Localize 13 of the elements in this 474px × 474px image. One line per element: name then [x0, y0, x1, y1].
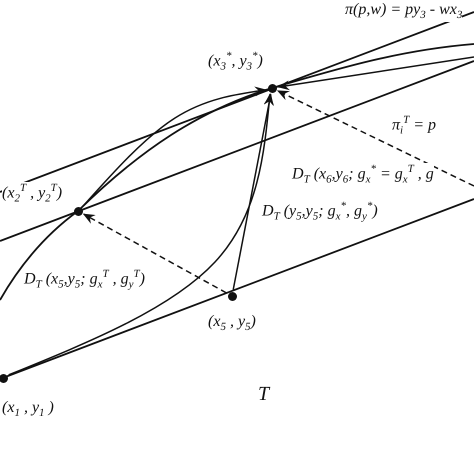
equation-label: π(p,w) = py$_{3}$ - wx$_{3}$: [345, 0, 462, 22]
arrow: [8, 93, 274, 376]
point-marker: [0, 374, 8, 382]
arrow: [82, 86, 267, 207]
edge-label: D$_{T}$ (x$_{5}$,y$_{5}$; g$_{x}$$^{T}$ , g$_{y}$$^{T}$): [24, 268, 145, 292]
arrow: [232, 93, 274, 290]
point-marker: [74, 206, 82, 216]
dashed-arrow: [276, 90, 474, 187]
point-marker: [228, 292, 236, 300]
edge-label: D$_{T}$ (y$_{5}$,y$_{5}$; g$_{x}$$^{*}$, g$_{y}$$^{*}$): [262, 200, 378, 224]
arrow: [277, 56, 474, 90]
point-marker: [268, 84, 276, 92]
dashed-arrow: [82, 213, 227, 294]
